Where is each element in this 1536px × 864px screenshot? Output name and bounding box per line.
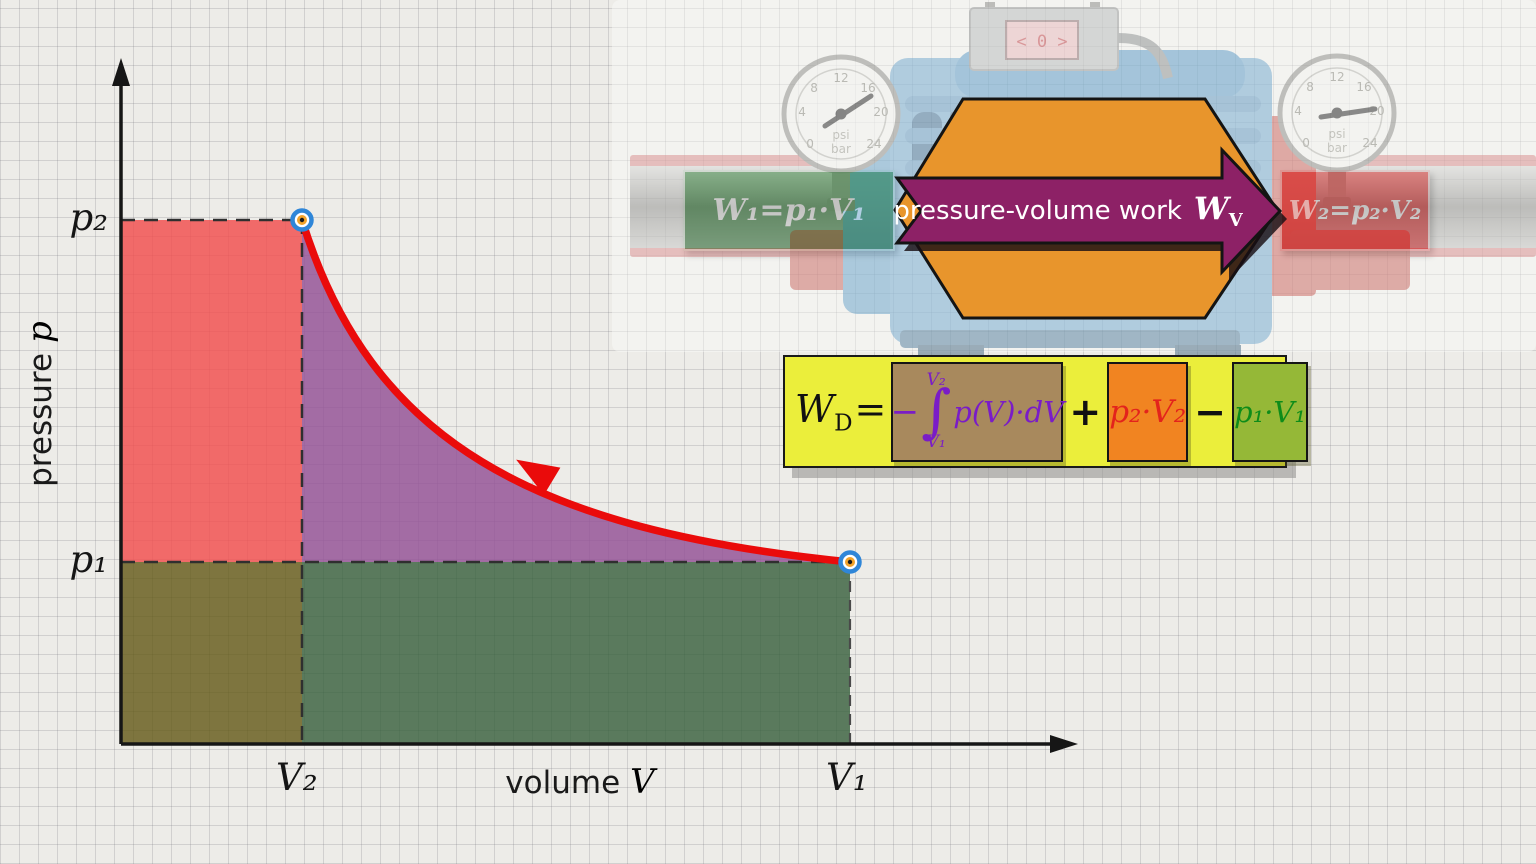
x-tick-v1: V₁ xyxy=(826,756,868,799)
region-green-p1V1 xyxy=(302,562,850,743)
integrand: p(V)·dV xyxy=(953,394,1065,429)
x-axis-label-var: V xyxy=(630,762,655,802)
gauge-dial-ring xyxy=(1291,67,1383,159)
y-tick-p1: p₁ xyxy=(69,538,108,581)
x-tick-v2: V₂ xyxy=(276,756,318,799)
region-purple-integral xyxy=(302,220,850,562)
gauge-tick: 4 xyxy=(798,105,806,119)
formula-lhs: WD= xyxy=(795,386,887,437)
gauge-collar xyxy=(827,198,855,211)
state-point-2 xyxy=(290,208,314,232)
gauge-tick: 24 xyxy=(1362,136,1377,150)
gauge-needle xyxy=(822,93,874,129)
integral-upper-limit: V₂ xyxy=(926,369,946,390)
integral-column: V₂ ∫ V₁ xyxy=(921,369,952,453)
motor-foot xyxy=(918,345,984,357)
curve-direction-arrowhead xyxy=(516,459,561,496)
formula-panel: WD= − V₂ ∫ V₁ p(V)·dV + p₂·V₂ − p₁·V₁ xyxy=(783,355,1308,468)
terminal-label-plate xyxy=(1005,20,1079,60)
left-pressure-gauge: 12 8 16 4 20 0 24 psi bar xyxy=(781,54,901,211)
work-arrow-text: pressure-volume work xyxy=(893,196,1182,226)
gauge-tick: 16 xyxy=(860,81,875,95)
x-axis-arrowhead xyxy=(1050,735,1078,753)
gauge-unit: psi xyxy=(832,128,849,142)
motor-foot xyxy=(1175,345,1241,357)
gauge-tick: 0 xyxy=(1302,136,1310,150)
gauge-dial-ring xyxy=(795,68,887,160)
work-arrow xyxy=(894,146,1283,276)
integral-minus: − xyxy=(890,391,920,432)
region-olive-overlap xyxy=(121,562,302,743)
process-curve xyxy=(298,216,854,566)
gauge-unit: bar xyxy=(831,142,851,156)
gauge-stem xyxy=(1328,168,1346,204)
terminal-label: < 0 > xyxy=(1016,32,1067,52)
work-arrow-variable: WV xyxy=(1193,190,1243,232)
gauge-tick: 8 xyxy=(1306,80,1314,94)
integral-lower-limit: V₁ xyxy=(926,432,946,453)
gauge-unit: psi xyxy=(1328,127,1345,141)
gauge-tick: 20 xyxy=(873,105,888,119)
region-red-p2V2 xyxy=(121,220,302,562)
state-point-1 xyxy=(838,550,862,574)
gauge-tick: 12 xyxy=(833,71,848,85)
formula-p1v1-box: p₁·V₁ xyxy=(1232,361,1308,462)
y-tick-p2: p₂ xyxy=(69,196,108,239)
gauge-hub xyxy=(1331,107,1343,119)
gauge-tick: 4 xyxy=(1294,104,1302,118)
gauge-tick: 8 xyxy=(810,81,818,95)
right-pressure-gauge: 12 8 16 4 20 0 24 psi bar xyxy=(1277,53,1397,210)
motor-base xyxy=(900,330,1240,348)
gauge-unit: bar xyxy=(1327,141,1347,155)
formula-p2v2-box: p₂·V₂ xyxy=(1107,361,1189,462)
formula-plus: + xyxy=(1069,389,1102,434)
gauge-collar xyxy=(1323,197,1351,210)
work-arrow-label: pressure-volume work WV xyxy=(893,189,1242,233)
formula-integral-box: − V₂ ∫ V₁ p(V)·dV xyxy=(890,361,1065,462)
right-red-base xyxy=(1290,230,1410,290)
x-axis-label-word: volume xyxy=(505,765,621,801)
gauge-needle xyxy=(1318,106,1378,120)
gauge-tick: 24 xyxy=(866,137,881,151)
gauge-stem xyxy=(832,169,850,205)
terminal-screw xyxy=(1090,2,1100,10)
y-axis-arrowhead xyxy=(112,58,130,86)
work-flow-graphic xyxy=(893,97,1287,320)
integral-sign: ∫ xyxy=(921,376,952,445)
gauge-hub xyxy=(835,108,847,120)
gauge-tick: 12 xyxy=(1329,70,1344,84)
formula-minus: − xyxy=(1194,389,1226,434)
gauge-tick: 16 xyxy=(1356,80,1371,94)
cable xyxy=(1117,33,1173,80)
terminal-screw xyxy=(985,2,995,10)
gauge-tick: 0 xyxy=(806,137,814,151)
